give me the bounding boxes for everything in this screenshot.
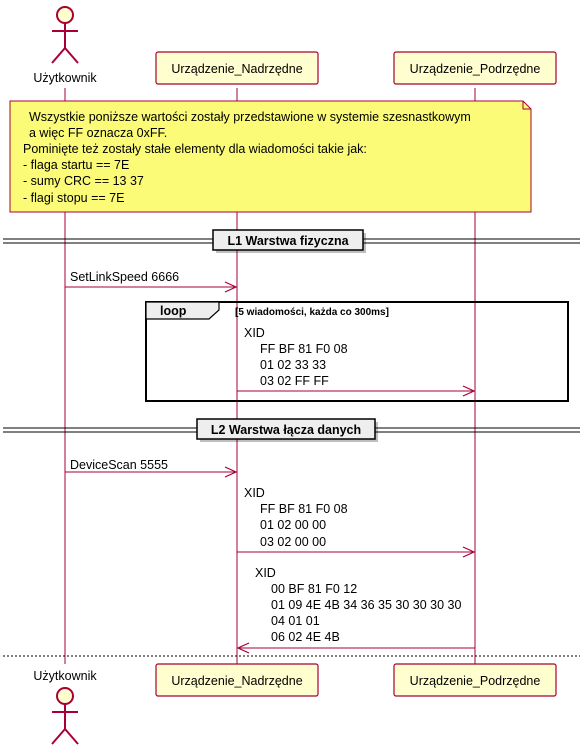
note-line: Pominięte też zostały stałe elementy dla…	[23, 142, 367, 156]
participant-master-bottom: Urządzenie_Nadrzędne	[155, 663, 319, 697]
message-label: 04 01 01	[271, 614, 320, 628]
message-label: 03 02 00 00	[260, 535, 326, 549]
message-devicescan: DeviceScan 5555	[65, 458, 238, 478]
participant-master-top: Urządzenie_Nadrzędne	[155, 51, 319, 85]
actor-user-bottom: Użytkownik	[33, 669, 97, 745]
arrow-head	[462, 546, 476, 558]
message-label: SetLinkSpeed 6666	[70, 270, 179, 284]
note-line: - sumy CRC == 13 37	[23, 174, 144, 188]
note-line: a więc FF oznacza 0xFF.	[29, 126, 167, 140]
actor-user-top: Użytkownik	[33, 6, 97, 85]
message-label: XID	[244, 326, 265, 340]
participant-label-user: Użytkownik	[33, 71, 97, 85]
participant-slave-top: Urządzenie_Podrzędne	[393, 51, 557, 85]
participant-label-user: Użytkownik	[33, 669, 97, 683]
participant-label-slave: Urządzenie_Podrzędne	[410, 674, 541, 688]
arrow-head	[224, 466, 238, 478]
message-label: XID	[255, 566, 276, 580]
loop-keyword: loop	[160, 304, 187, 318]
participant-label-master: Urządzenie_Nadrzędne	[171, 62, 302, 76]
participant-slave-bottom: Urządzenie_Podrzędne	[393, 663, 557, 697]
message-label: 01 09 4E 4B 34 36 35 30 30 30 30	[271, 598, 461, 612]
message-label: DeviceScan 5555	[70, 458, 168, 472]
note-line: - flaga startu == 7E	[23, 158, 129, 172]
divider-label: L2 Warstwa łącza danych	[211, 423, 361, 437]
message-label: 01 02 00 00	[260, 518, 326, 532]
message-label: FF BF 81 F0 08	[260, 342, 348, 356]
message-label: 03 02 FF FF	[260, 374, 329, 388]
arrow-head	[224, 281, 238, 293]
message-label: 01 02 33 33	[260, 358, 326, 372]
divider-layer2: L2 Warstwa łącza danych	[3, 418, 580, 442]
arrow-head	[462, 385, 476, 397]
message-label: 06 02 4E 4B	[271, 630, 340, 644]
divider-label: L1 Warstwa fizyczna	[227, 234, 349, 248]
divider-layer1: L1 Warstwa fizyczna	[3, 229, 580, 253]
loop-fragment: loop [5 wiadomości, każda co 300ms]	[145, 301, 569, 402]
message-xid-2: XID FF BF 81 F0 08 01 02 00 00 03 02 00 …	[237, 486, 476, 558]
actor-icon	[51, 6, 79, 64]
message-label: FF BF 81 F0 08	[260, 502, 348, 516]
loop-condition: [5 wiadomości, każda co 300ms]	[235, 307, 389, 318]
actor-icon	[51, 687, 79, 745]
participant-label-slave: Urządzenie_Podrzędne	[410, 62, 541, 76]
note: Wszystkie poniższe wartości zostały prze…	[9, 100, 532, 213]
message-xid-3: XID 00 BF 81 F0 12 01 09 4E 4B 34 36 35 …	[236, 566, 475, 654]
participant-label-master: Urządzenie_Nadrzędne	[171, 674, 302, 688]
message-setlinkspeed: SetLinkSpeed 6666	[65, 270, 238, 293]
message-label: XID	[244, 486, 265, 500]
note-line: - flagi stopu == 7E	[23, 191, 124, 205]
message-label: 00 BF 81 F0 12	[271, 582, 357, 596]
arrow-head	[236, 642, 250, 654]
note-line: Wszystkie poniższe wartości zostały prze…	[29, 110, 471, 124]
message-xid-1: XID FF BF 81 F0 08 01 02 33 33 03 02 FF …	[237, 326, 476, 397]
